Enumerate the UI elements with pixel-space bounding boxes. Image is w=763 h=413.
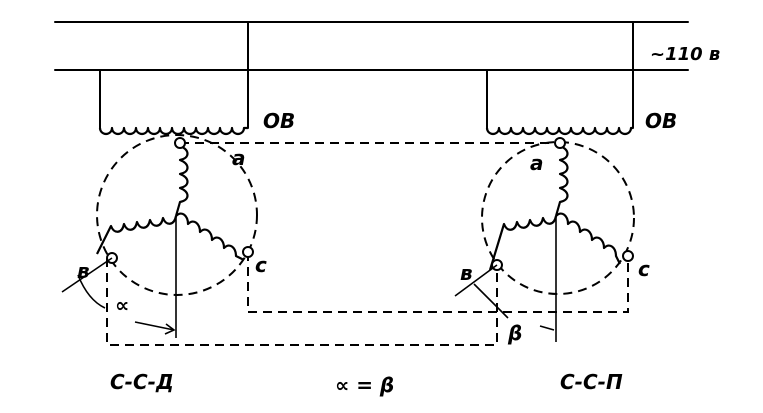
left-field-coil (98, 126, 248, 136)
left-label-a: а (232, 146, 246, 170)
supply-bus: ~110 в (54, 21, 720, 71)
left-winding-a (174, 144, 189, 217)
left-selsyn: а в с ∝ С-С-Д (61, 134, 267, 394)
right-winding-b (488, 215, 558, 271)
right-angle-arc (473, 283, 509, 319)
left-winding-b (96, 215, 178, 255)
right-machine-name: С-С-П (560, 370, 623, 394)
left-terminal-c (242, 246, 254, 258)
left-winding-c (175, 212, 245, 261)
right-terminal-a (554, 137, 566, 149)
right-rotor-outline (481, 141, 635, 295)
right-label-b: в (460, 261, 473, 285)
wire-c-link (247, 252, 629, 313)
left-terminal-a (174, 137, 186, 149)
angle-equation: ∝ = β (335, 373, 394, 397)
right-selsyn: а в с β С-С-П (454, 137, 650, 394)
right-winding-a (554, 144, 569, 217)
left-field-winding: ОВ (98, 21, 295, 136)
left-field-winding-label: ОВ (263, 109, 295, 133)
supply-voltage-label: ~110 в (650, 44, 720, 65)
right-field-winding-label: ОВ (645, 109, 677, 133)
right-winding-c (555, 212, 621, 265)
right-pointer-line (454, 264, 498, 297)
right-field-winding: ОВ (485, 21, 677, 136)
right-label-c: с (638, 257, 650, 281)
wire-b-link (106, 258, 498, 346)
left-angle-arrow (134, 321, 176, 335)
right-terminal-c (622, 250, 634, 262)
left-rotor-outline (96, 134, 258, 296)
left-label-b: в (77, 259, 90, 283)
left-label-c: с (255, 253, 267, 277)
left-pointer-line (61, 257, 113, 293)
right-label-a: а (530, 151, 544, 175)
connection-wires (106, 142, 629, 346)
left-angle-symbol: ∝ (115, 293, 129, 317)
left-machine-name: С-С-Д (110, 370, 174, 394)
right-angle-arrow (539, 325, 555, 331)
right-field-coil (485, 126, 633, 136)
right-angle-symbol: β (507, 321, 522, 345)
